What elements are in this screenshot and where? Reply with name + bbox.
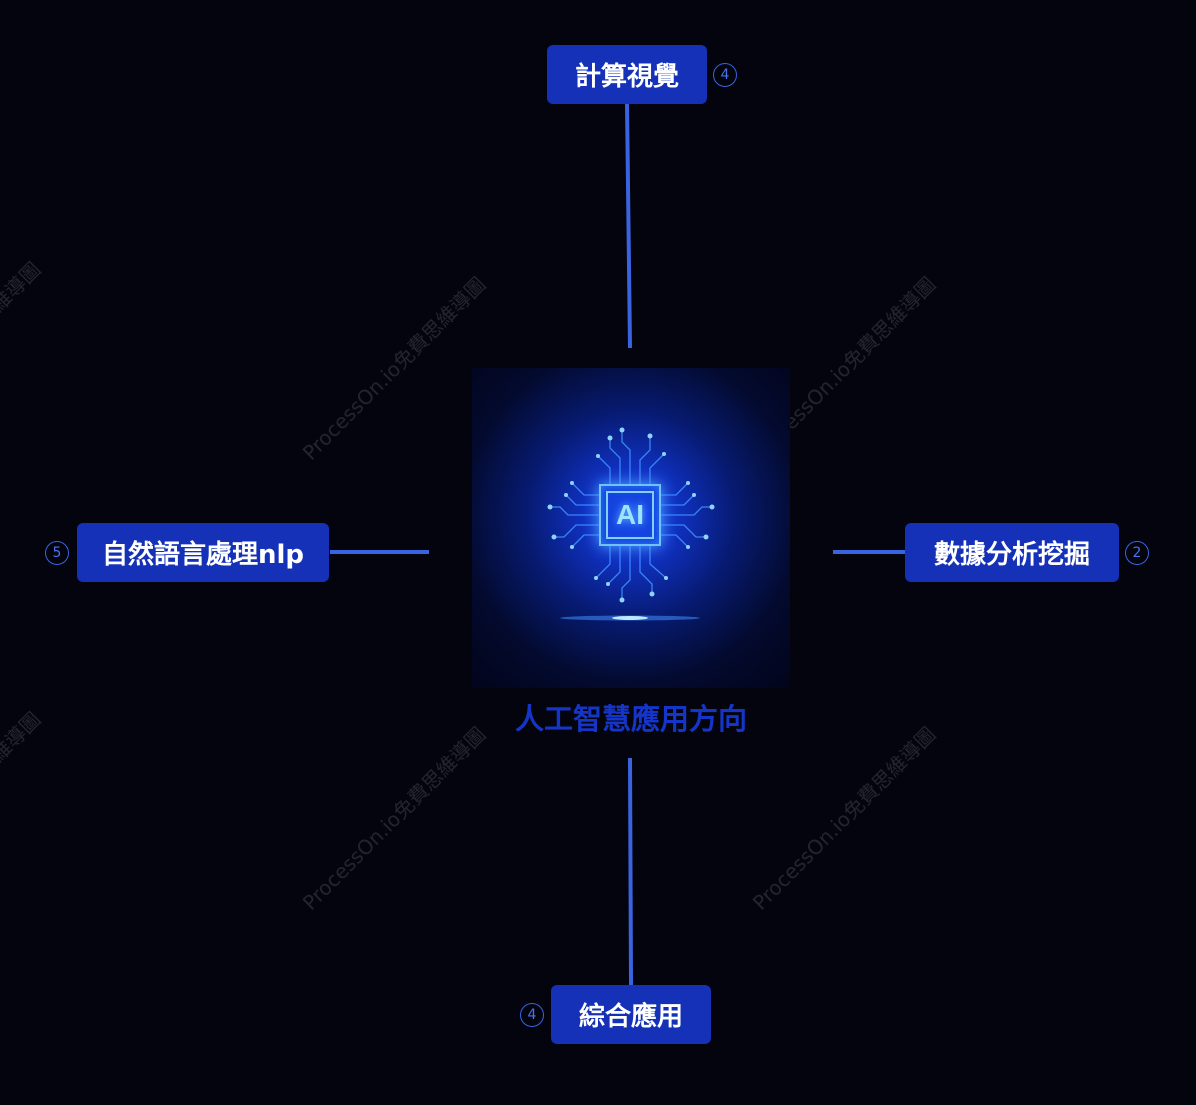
- topic-label: 綜合應用: [578, 1002, 683, 1032]
- connector-top: [625, 103, 632, 349]
- child-count-badge[interactable]: 4: [520, 1003, 544, 1027]
- topic-label: 自然語言處理nlp: [101, 540, 305, 570]
- topic-label: 計算視覺: [574, 62, 679, 92]
- center-topic-title[interactable]: 人工智慧應用方向: [514, 702, 747, 736]
- chip: AI: [599, 484, 661, 546]
- child-count-badge[interactable]: 5: [45, 541, 69, 565]
- child-count-badge[interactable]: 4: [713, 63, 737, 87]
- chip-label: AI: [606, 491, 654, 539]
- child-count-badge[interactable]: 2: [1125, 541, 1149, 565]
- topic-node-top[interactable]: 計算視覺: [547, 45, 707, 104]
- circuit-icon: [547, 427, 715, 621]
- topic-node-bottom[interactable]: 綜合應用: [551, 985, 711, 1044]
- connector-bottom: [628, 757, 633, 986]
- ai-chip-image[interactable]: AI: [472, 368, 790, 688]
- topic-label: 數據分析挖掘: [933, 540, 1090, 570]
- topic-node-right[interactable]: 數據分析挖掘: [905, 523, 1119, 582]
- topic-node-left[interactable]: 自然語言處理nlp: [77, 523, 329, 582]
